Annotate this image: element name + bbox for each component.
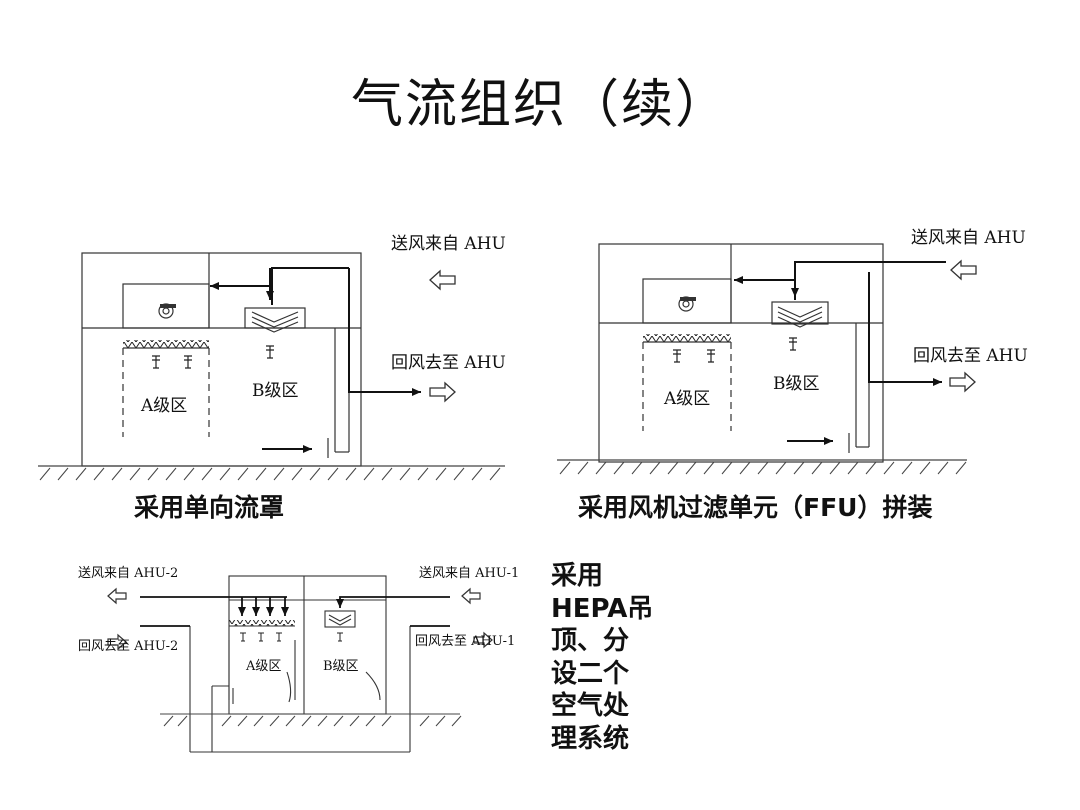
supply-left-label: 送风来自 AHU-2 xyxy=(78,566,178,581)
zone-a-label: A级区 xyxy=(140,396,187,416)
zone-b-label: B级区 xyxy=(252,381,299,401)
side-note-line: 设二个 xyxy=(551,658,630,689)
airflow-icon xyxy=(240,632,343,642)
zone-b-label: B级区 xyxy=(323,659,359,674)
diffuser-icon xyxy=(244,307,306,333)
page-title: 气流组织（续） xyxy=(350,75,729,135)
side-note-line: 空气处 xyxy=(551,691,630,721)
diffuser-icon xyxy=(771,301,829,328)
return-label: 回风去至 AHU xyxy=(913,346,1028,366)
side-note-line: 顶、分 xyxy=(551,626,630,656)
hepa-filter xyxy=(643,334,731,342)
zone-a-label: A级区 xyxy=(663,389,710,409)
fan-icon xyxy=(678,296,696,312)
return-left-label: 回风去至 AHU-2 xyxy=(78,639,178,654)
diagram-ffu xyxy=(557,243,967,463)
side-note-line: HEPA吊 xyxy=(551,593,654,624)
caption-unidirectional-hood: 采用单向流罩 xyxy=(134,493,285,522)
diffuser-icon xyxy=(324,610,356,628)
zone-b-label: B级区 xyxy=(773,374,820,394)
supply-right-label: 送风来自 AHU-1 xyxy=(419,566,519,581)
diagram-hepa-ceiling xyxy=(160,575,460,753)
side-note-line: 采用 xyxy=(551,561,604,591)
return-right-label: 回风去至 AHU-1 xyxy=(415,634,515,649)
room-outline xyxy=(598,243,884,463)
unidirectional-hood xyxy=(122,283,210,329)
supply-label: 送风来自 AHU xyxy=(391,234,506,254)
ffu-box xyxy=(642,278,732,324)
fan-icon xyxy=(158,303,176,319)
room-outline xyxy=(81,252,362,467)
side-note: 采用 HEPA吊 顶、分 设二个 空气处 理系统 xyxy=(551,560,653,755)
diagram-unidirectional-hood xyxy=(38,252,505,467)
caption-ffu: 采用风机过滤单元（FFU）拼装 xyxy=(578,493,933,522)
zone-a-label: A级区 xyxy=(245,659,281,674)
airflow-icon xyxy=(673,337,797,363)
supply-label: 送风来自 AHU xyxy=(911,228,1026,248)
airflow-icon xyxy=(152,345,274,369)
hepa-filter xyxy=(229,620,295,626)
return-label: 回风去至 AHU xyxy=(391,353,506,373)
hepa-filter xyxy=(123,340,209,348)
side-note-line: 理系统 xyxy=(551,723,630,754)
